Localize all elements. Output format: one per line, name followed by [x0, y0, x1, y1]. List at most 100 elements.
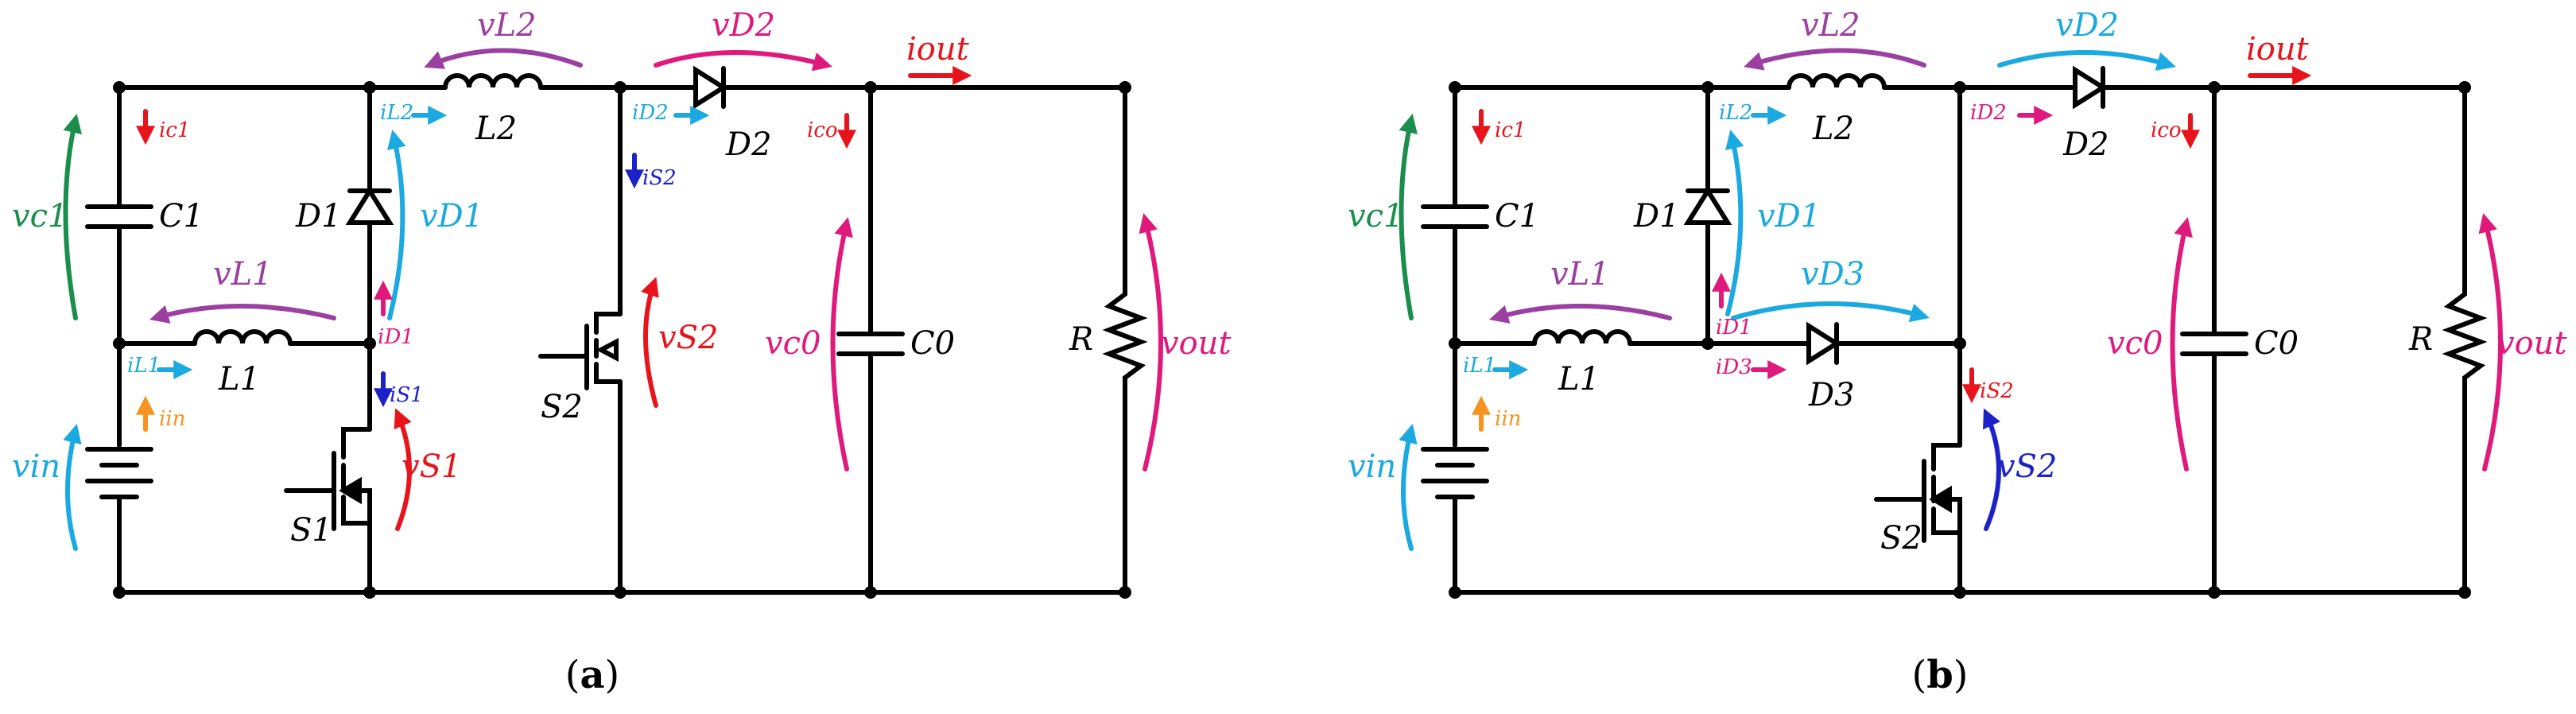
vout-arrow-a — [1139, 213, 1163, 471]
vC0-arrow-b — [2170, 216, 2193, 471]
iC1-label-b: ic1 — [1495, 118, 1526, 142]
s1-mosfet — [284, 427, 372, 551]
s1-arrow — [339, 476, 362, 505]
vL2-label-b: vL2 — [1801, 7, 1860, 44]
caption-a: (a) — [565, 653, 620, 697]
vC0-arrow-a — [830, 216, 853, 471]
c1-wire — [85, 85, 153, 346]
D2-label-a: D2 — [725, 126, 772, 163]
s2-arrow-b — [1929, 485, 1952, 514]
vin-source — [85, 341, 153, 595]
circuit-b-arrows — [1399, 48, 2503, 551]
vL2-arrow-b — [1744, 48, 1926, 71]
vD2-arrow-a — [654, 50, 832, 72]
vS2-arrow-b — [1983, 408, 2001, 531]
vD1-label-a: vD1 — [420, 198, 483, 235]
S1-label-a: S1 — [290, 512, 332, 549]
S2-label-a: S2 — [541, 389, 583, 425]
iCo-label-a: ico — [807, 118, 838, 142]
vL1-label-a: vL1 — [213, 256, 273, 293]
L2-label-a: L2 — [475, 111, 517, 147]
circuit-b-nodes — [1449, 81, 2471, 599]
iL1-label-a: iL1 — [127, 354, 161, 378]
vS2-label-a: vS2 — [658, 320, 718, 356]
vL1-label-b: vL1 — [1550, 256, 1610, 293]
vD1-arrow-b — [1725, 129, 1744, 316]
L1-label-b: L1 — [1558, 361, 1600, 398]
iD2-label-a: iD2 — [632, 101, 669, 125]
circuit-a — [85, 65, 1148, 595]
l1-inductor — [192, 329, 293, 346]
vC1-arrow-b — [1399, 113, 1418, 320]
d1-diode — [345, 186, 394, 237]
vD2-arrow-b — [1997, 50, 2176, 71]
C1-label-a: C1 — [159, 198, 204, 235]
vD3-label-b: vD3 — [1801, 256, 1864, 293]
vD1-label-b: vD1 — [1757, 198, 1821, 235]
vC0-label-a: vc0 — [765, 325, 821, 362]
circuit-a-nodes — [113, 81, 1131, 599]
vD2-label-b: vD2 — [2055, 7, 2119, 44]
iL2-label-a: iL2 — [380, 101, 413, 125]
vS2-arrow-a — [641, 277, 659, 408]
iin-label-b: iin — [1495, 407, 1521, 431]
iD2-label-b: iD2 — [1970, 101, 2007, 125]
vD1-arrow-a — [387, 129, 406, 320]
circuit-b — [1421, 65, 2488, 595]
D1-label-a: D1 — [295, 198, 342, 235]
l2-inductor-b — [1787, 73, 1887, 90]
d2-diode — [677, 65, 738, 110]
vin-arrow-b — [1399, 424, 1418, 551]
D1-label-b: D1 — [1633, 198, 1680, 235]
c1-wire-b — [1421, 85, 1489, 346]
vin-arrow-a — [63, 424, 82, 551]
r-resistor — [1102, 85, 1148, 595]
vin-label-a: vin — [12, 448, 60, 485]
d3-diode-b — [1806, 321, 1962, 366]
iL2-label-b: iL2 — [1719, 101, 1752, 125]
vD3-arrow-b — [1731, 301, 1930, 323]
vin-label-b: vin — [1348, 448, 1396, 485]
vC0-label-b: vc0 — [2107, 325, 2163, 362]
vL1-arrow-a — [149, 304, 336, 324]
r-resistor-b — [2442, 85, 2488, 595]
l1-inductor-b — [1532, 329, 1632, 346]
vL2-label-a: vL2 — [477, 7, 537, 44]
C1-label-b: C1 — [1495, 198, 1539, 235]
d1-diode-b — [1683, 186, 1732, 237]
iD3-label-b: iD3 — [1716, 355, 1752, 379]
iS1-label-a: iS1 — [390, 383, 424, 407]
s2-mosfet — [538, 312, 623, 390]
vC1-arrow-a — [63, 113, 82, 320]
D3-label-b: D3 — [1808, 377, 1855, 413]
d2-diode-b — [2061, 65, 2117, 110]
C0-label-b: C0 — [2254, 325, 2299, 362]
iout-label-b: iout — [2246, 31, 2310, 68]
R-label-a: R — [1069, 321, 1093, 358]
vL2-arrow-a — [424, 48, 583, 69]
c0-cap — [836, 85, 905, 595]
iD1-label-a: iD1 — [378, 325, 414, 349]
vC1-label-b: vc1 — [1348, 198, 1403, 235]
vin-source-b — [1421, 341, 1489, 595]
iC1-label-a: ic1 — [159, 118, 190, 142]
vS1-label-a: vS1 — [402, 448, 461, 485]
c0-cap-b — [2180, 85, 2248, 595]
iout-label-a: iout — [906, 31, 970, 68]
S2-label-b: S2 — [1880, 520, 1922, 557]
vout-arrow-b — [2478, 213, 2503, 471]
C0-label-a: C0 — [910, 325, 955, 362]
vout-label-b: vout — [2496, 325, 2567, 362]
iin-label-a: iin — [159, 407, 185, 431]
vS2-label-b: vS2 — [1997, 448, 2057, 485]
vS1-arrow-a — [394, 408, 412, 531]
vC1-label-a: vc1 — [12, 198, 68, 235]
iCo-label-b: ico — [2151, 118, 2182, 142]
caption-b: (b) — [1911, 653, 1968, 697]
vout-label-a: vout — [1161, 325, 1232, 362]
D2-label-b: D2 — [2062, 126, 2109, 163]
circuit-a-arrows — [63, 48, 1163, 551]
iS2-label-a: iS2 — [642, 166, 677, 190]
vD2-label-a: vD2 — [712, 7, 775, 44]
